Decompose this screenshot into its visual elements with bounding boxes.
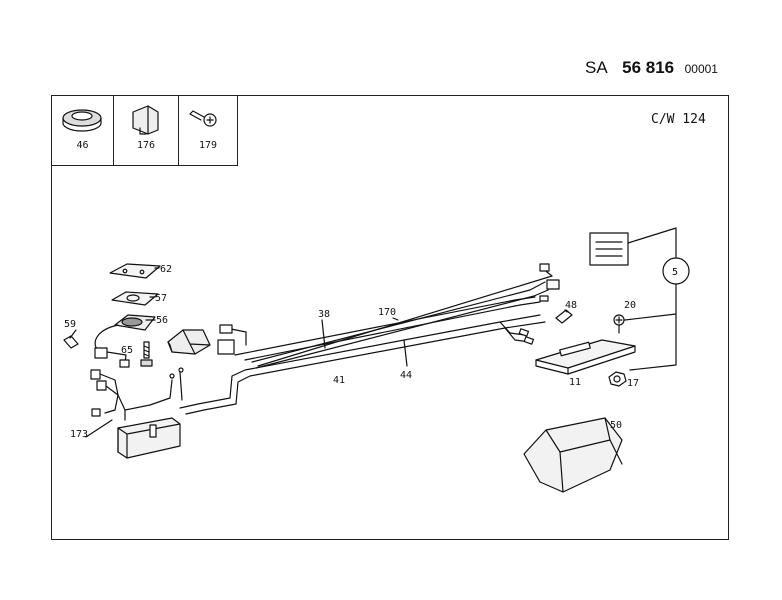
connector-173a [90, 369, 101, 380]
inset-part-179: 179 [178, 95, 238, 166]
fuse-48-icon [555, 309, 573, 324]
callout-50: 50 [610, 420, 622, 431]
plate-62-icon [109, 263, 161, 279]
callout-65: 65 [121, 345, 133, 356]
code-number: 56 816 [622, 58, 675, 77]
callout-170: 170 [378, 307, 396, 318]
callout-5: 5 [672, 267, 678, 278]
sensor-56-icon [114, 314, 156, 331]
model-label: C/W 124 [651, 112, 706, 127]
code-sheet: 00001 [684, 62, 718, 76]
leader-170 [392, 317, 399, 321]
inset-label-179: 179 [198, 140, 218, 151]
harness-170 [251, 281, 546, 363]
label-plate-icon [589, 232, 629, 266]
callout-57: 57 [155, 293, 167, 304]
plate-57-icon [111, 291, 159, 306]
leader-173 [85, 419, 113, 438]
callout-173: 173 [70, 429, 88, 440]
callout-17: 17 [627, 378, 639, 389]
leader-59 [69, 329, 77, 339]
leader-38 [321, 319, 326, 349]
nut-17-icon [608, 371, 627, 387]
cover-50-icon [523, 417, 623, 493]
diagram-frame [51, 95, 729, 540]
leader-44 [403, 339, 408, 367]
bracket-11-icon [535, 339, 636, 375]
callout-48: 48 [565, 300, 577, 311]
harness-41 [179, 314, 541, 409]
connector-top-right [546, 279, 560, 290]
callout-circle-5 [662, 257, 690, 285]
control-box-icon [117, 417, 181, 459]
inset-label-176: 176 [136, 140, 156, 151]
connector-relay [217, 339, 235, 355]
leader-5-bottom [629, 283, 677, 371]
grommet-icon [62, 109, 102, 132]
callout-62: 62 [160, 264, 172, 275]
leader-48 [564, 309, 568, 313]
callout-59: 59 [64, 319, 76, 330]
inset-label-46: 46 [76, 140, 89, 151]
plug-59-icon [63, 335, 79, 349]
clip-icon [132, 105, 159, 135]
leader-20 [624, 313, 677, 321]
callout-11: 11 [569, 377, 581, 388]
connector-173b [96, 380, 107, 391]
screw-20-icon [613, 314, 625, 334]
callout-56: 56 [156, 315, 168, 326]
leader-5-top [627, 227, 677, 259]
connector-173c [91, 408, 101, 417]
code-prefix: SA [585, 58, 608, 77]
relay-module-icon [167, 329, 211, 355]
callout-38: 38 [318, 309, 330, 320]
connector-icon [94, 347, 108, 359]
callout-20: 20 [624, 300, 636, 311]
bolt-65-icon [140, 341, 153, 367]
callout-44: 44 [400, 370, 412, 381]
screw-icon [189, 110, 217, 127]
callout-41: 41 [333, 375, 345, 386]
document-code: SA 56 816 00001 [585, 58, 718, 78]
